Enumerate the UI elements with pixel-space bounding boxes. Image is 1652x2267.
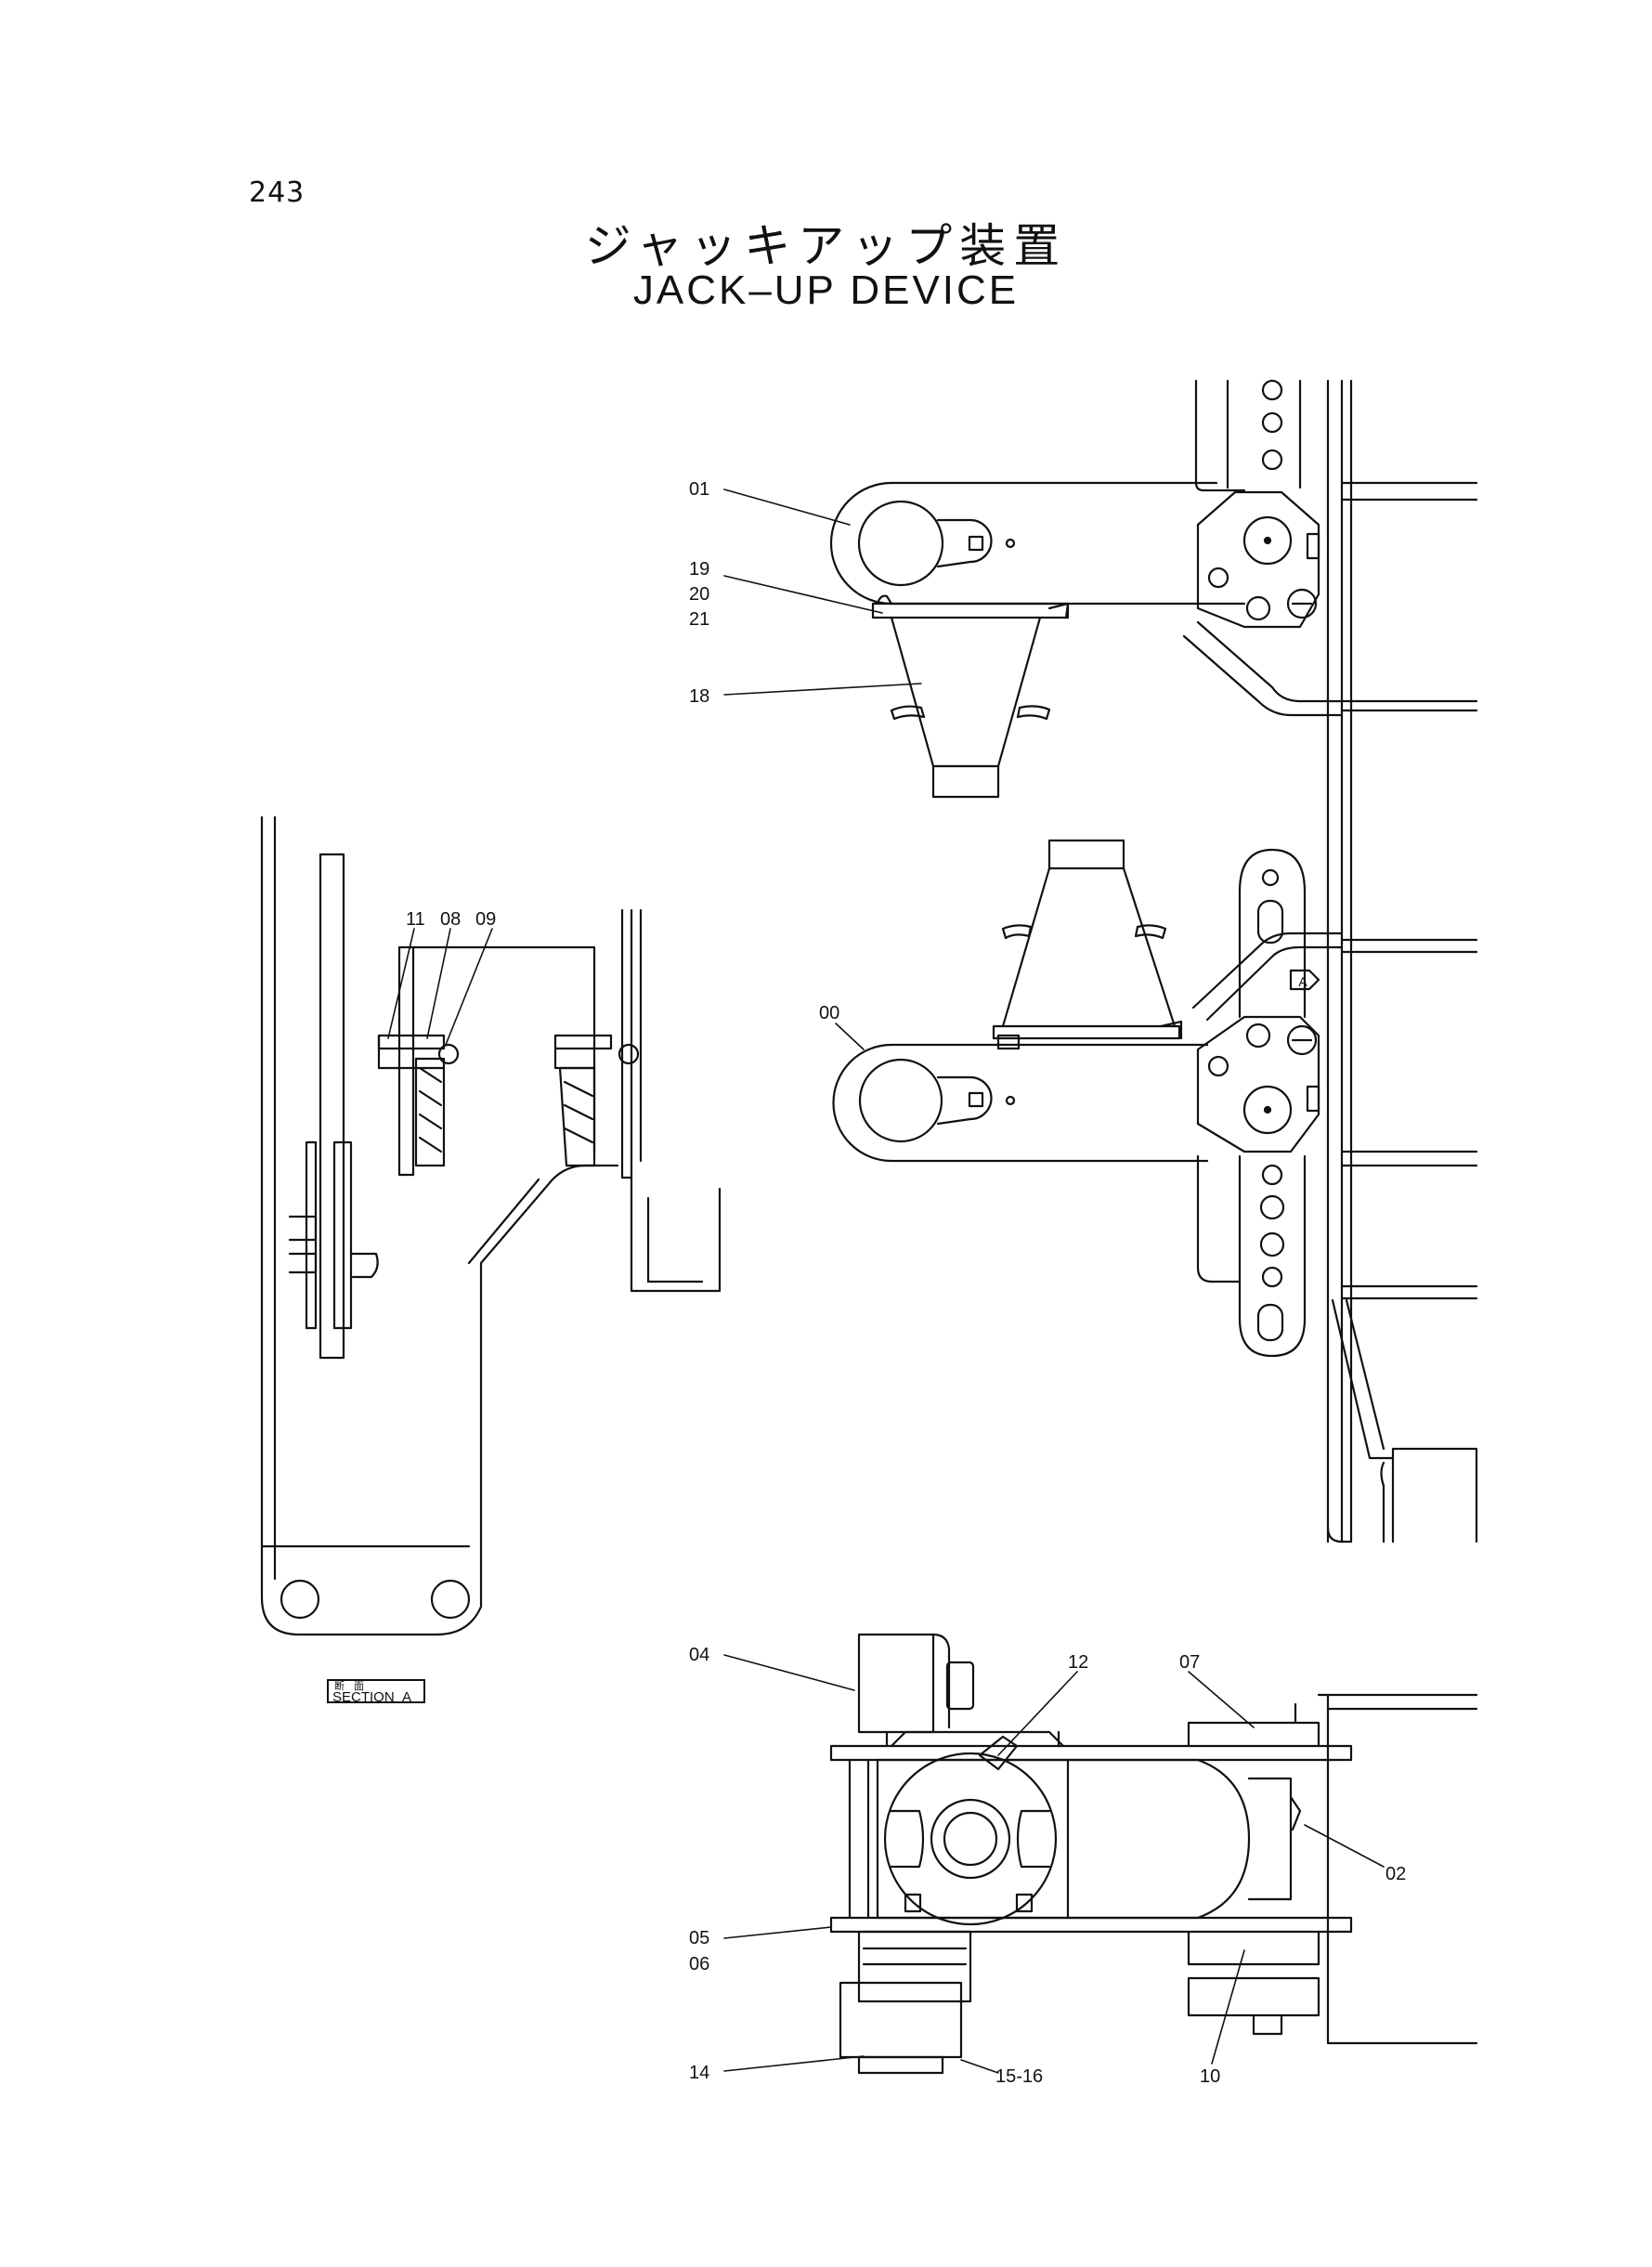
section-label-letter: A xyxy=(402,1689,412,1705)
callout-01: 01 xyxy=(689,479,710,500)
leader-lines xyxy=(387,489,1385,2074)
callout-00: 00 xyxy=(819,1003,840,1023)
section-label-kanji: 断面 xyxy=(334,1681,373,1692)
upper-jack-arm xyxy=(829,481,1344,717)
title-japanese: ジャッキアップ装置 xyxy=(584,219,1068,273)
upper-boot xyxy=(871,594,1070,799)
callout-06: 06 xyxy=(689,1954,710,1974)
lower-boot xyxy=(992,839,1183,1050)
callout-10: 10 xyxy=(1200,2066,1221,2087)
callout-20: 20 xyxy=(689,584,710,605)
title-english: JACK–UP DEVICE xyxy=(632,267,1020,313)
callout-18: 18 xyxy=(689,686,710,707)
page-number: 243 xyxy=(249,176,306,209)
callout-21: 21 xyxy=(689,609,710,630)
callout-12: 12 xyxy=(1068,1652,1089,1673)
callout-02: 02 xyxy=(1385,1864,1407,1884)
lower-mount-block xyxy=(1196,1154,1478,1544)
callout-07: 07 xyxy=(1179,1652,1201,1673)
callout-15-16: 15-16 xyxy=(995,2066,1044,2087)
section-a-view xyxy=(260,815,722,1636)
callout-19: 19 xyxy=(689,559,710,580)
callout-05: 05 xyxy=(689,1928,710,1948)
bottom-plan-view xyxy=(829,1633,1478,2075)
callout-14: 14 xyxy=(689,2063,710,2083)
section-label-text: SECTION xyxy=(332,1689,395,1705)
callout-08: 08 xyxy=(440,909,462,930)
callout-04: 04 xyxy=(689,1645,710,1665)
callout-09: 09 xyxy=(475,909,497,930)
lower-jack-arm xyxy=(832,848,1344,1163)
callout-11: 11 xyxy=(406,909,425,930)
upper-frame-rail xyxy=(1194,379,1478,1544)
section-a-label: 断面 SECTION A xyxy=(327,1679,425,1705)
view-marker-a: A xyxy=(1298,974,1307,989)
